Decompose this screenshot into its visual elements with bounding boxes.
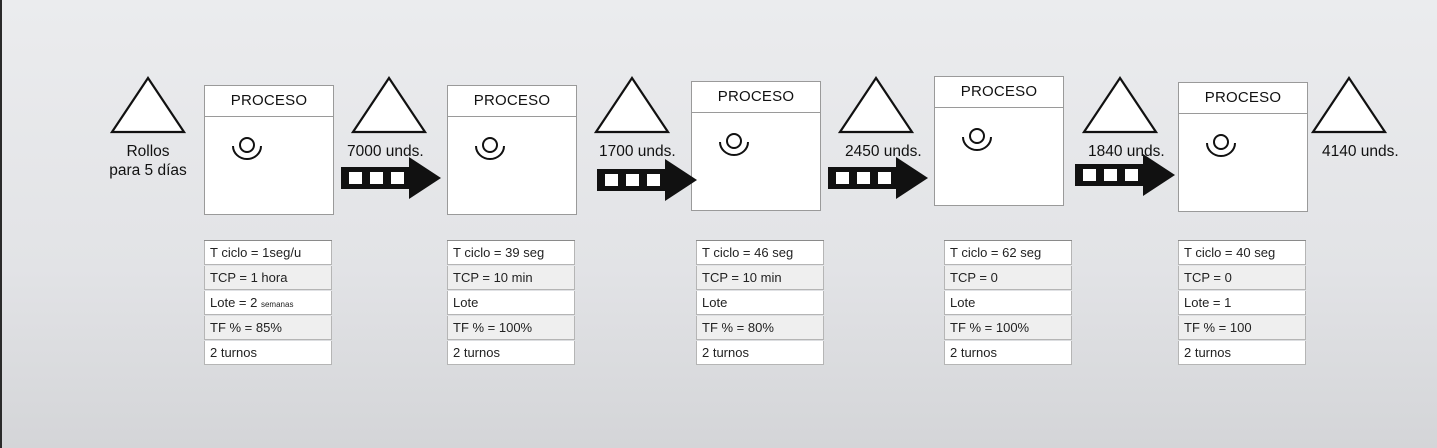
changeover-cell: TCP = 1 hora (204, 266, 332, 290)
process-title: PROCESO (935, 77, 1063, 108)
process-data-table-5: T ciclo = 40 seg TCP = 0 Lote = 1 TF % =… (1178, 240, 1306, 365)
process-box-3: PROCESO (691, 81, 821, 211)
push-arrow-3 (828, 157, 928, 204)
process-data-table-1: T ciclo = 1seg/u TCP = 1 hora Lote = 2 s… (204, 240, 332, 365)
changeover-cell: TCP = 0 (944, 266, 1072, 290)
process-title: PROCESO (1179, 83, 1307, 114)
batch-unit: semanas (260, 300, 294, 309)
inventory-triangle-1 (351, 76, 427, 134)
batch-cell: Lote = 1 (1178, 291, 1306, 315)
operator-icon (959, 125, 995, 160)
batch-cell: Lote = 2 semanas (204, 291, 332, 315)
shifts-cell: 2 turnos (944, 341, 1072, 365)
push-arrow-2 (597, 159, 697, 206)
changeover-cell: TCP = 0 (1178, 266, 1306, 290)
operator-icon (1203, 131, 1239, 166)
uptime-cell: TF % = 100 (1178, 316, 1306, 340)
batch-value: Lote = 2 (210, 295, 258, 310)
batch-cell: Lote (944, 291, 1072, 315)
process-data-table-2: T ciclo = 39 seg TCP = 10 min Lote TF % … (447, 240, 575, 365)
uptime-cell: TF % = 85% (204, 316, 332, 340)
process-title: PROCESO (205, 86, 333, 117)
inventory-triangle-2 (594, 76, 670, 134)
process-title: PROCESO (448, 86, 576, 117)
changeover-cell: TCP = 10 min (696, 266, 824, 290)
batch-cell: Lote (447, 291, 575, 315)
shifts-cell: 2 turnos (1178, 341, 1306, 365)
inventory-triangle-start (110, 76, 186, 134)
process-box-2: PROCESO (447, 85, 577, 215)
push-arrow-4 (1075, 154, 1175, 201)
cycle-time-cell: T ciclo = 39 seg (447, 241, 575, 265)
cycle-time-cell: T ciclo = 62 seg (944, 241, 1072, 265)
batch-cell: Lote (696, 291, 824, 315)
inventory-label-2: 1700 unds. (599, 143, 676, 160)
process-title: PROCESO (692, 82, 820, 113)
process-box-1: PROCESO (204, 85, 334, 215)
uptime-cell: TF % = 100% (944, 316, 1072, 340)
process-data-table-3: T ciclo = 46 seg TCP = 10 min Lote TF % … (696, 240, 824, 365)
inventory-label-1: 7000 unds. (347, 143, 424, 160)
cycle-time-cell: T ciclo = 40 seg (1178, 241, 1306, 265)
inventory-triangle-3 (838, 76, 914, 134)
left-border (0, 0, 2, 448)
inventory-label-5: 4140 unds. (1322, 143, 1399, 160)
uptime-cell: TF % = 100% (447, 316, 575, 340)
shifts-cell: 2 turnos (204, 341, 332, 365)
uptime-cell: TF % = 80% (696, 316, 824, 340)
shifts-cell: 2 turnos (447, 341, 575, 365)
inventory-start-label: Rollos para 5 días (96, 142, 200, 180)
operator-icon (472, 134, 508, 169)
inventory-start-line2: para 5 días (109, 162, 187, 179)
inventory-triangle-5 (1311, 76, 1387, 134)
cycle-time-cell: T ciclo = 1seg/u (204, 241, 332, 265)
changeover-cell: TCP = 10 min (447, 266, 575, 290)
push-arrow-1 (341, 157, 441, 204)
operator-icon (716, 130, 752, 165)
inventory-label-3: 2450 unds. (845, 143, 922, 160)
operator-icon (229, 134, 265, 169)
inventory-triangle-4 (1082, 76, 1158, 134)
shifts-cell: 2 turnos (696, 341, 824, 365)
process-data-table-4: T ciclo = 62 seg TCP = 0 Lote TF % = 100… (944, 240, 1072, 365)
cycle-time-cell: T ciclo = 46 seg (696, 241, 824, 265)
process-box-5: PROCESO (1178, 82, 1308, 212)
inventory-start-line1: Rollos (126, 143, 170, 160)
process-box-4: PROCESO (934, 76, 1064, 206)
